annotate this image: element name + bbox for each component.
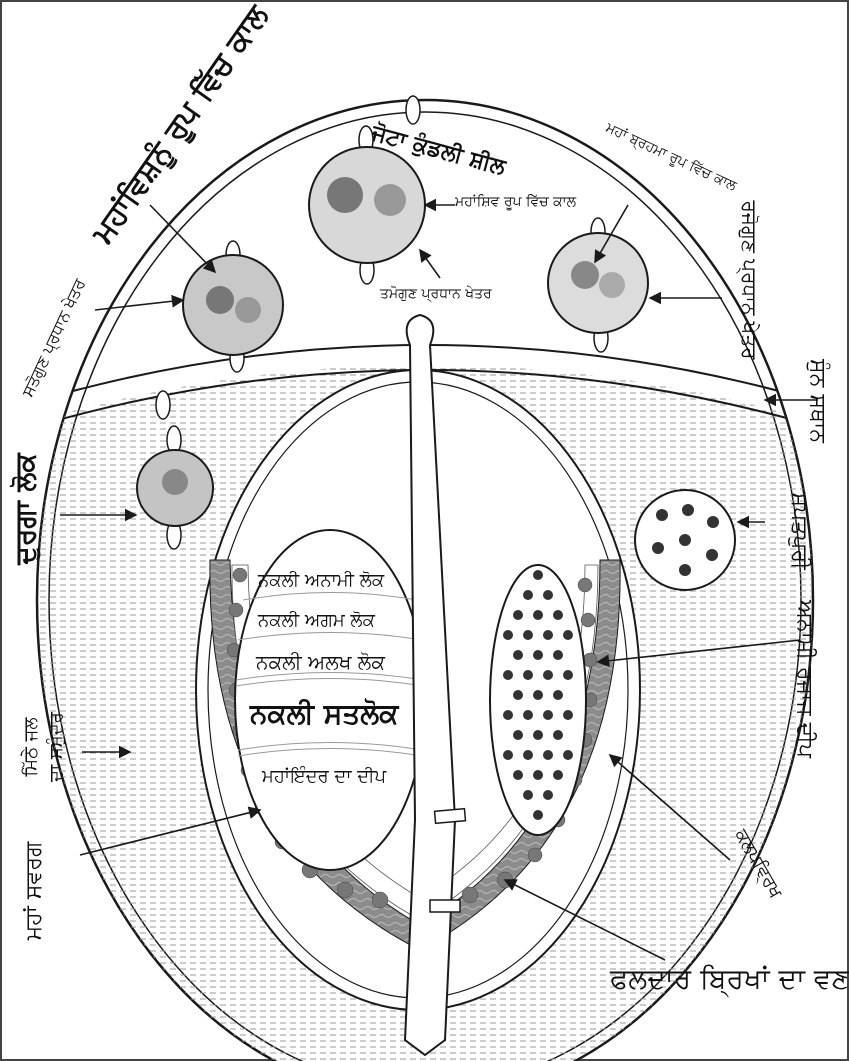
island-dot — [533, 810, 543, 820]
saptpuri-label: ਸਪਤਪੁਰੀ — [788, 492, 810, 569]
tamogun-khetar-label: ਤਮੋਗੁਣ ਪ੍ਰਧਾਨ ਖੇਤਰ — [380, 287, 492, 301]
mahashiv-portrait — [309, 147, 425, 263]
tube-band-2 — [430, 900, 460, 912]
phaldar-van-label: ਫਲਦਾਰ ਬ੍ਰਿਖਾਂ ਦਾ ਵਣ — [610, 965, 849, 993]
island-dot — [513, 770, 523, 780]
island-dot — [503, 630, 513, 640]
island-dot — [543, 670, 553, 680]
rajogun-khetar-label: ਰਜੋਗੁਣ ਪ੍ਰਧਾਨ ਖੇਤਰ — [740, 200, 760, 359]
island-dot — [563, 630, 573, 640]
island-dot — [523, 630, 533, 640]
island-dot — [553, 610, 563, 620]
island-dot — [533, 650, 543, 660]
island-dot — [513, 690, 523, 700]
island-dot — [513, 610, 523, 620]
island-dot — [563, 750, 573, 760]
island-dot — [543, 630, 553, 640]
island-dot — [523, 750, 533, 760]
inner-agam-lok-label: ਨਕਲੀ ਅਗਮ ਲੋਕ — [258, 612, 375, 630]
mahashiv-kaal-label: ਮਹਾਂਸ਼ਿਵ ਰੂਪ ਵਿੱਚ ਕਾਲ — [455, 195, 576, 209]
mitha-jal-label-1: ਮਿੱਠੇ ਜਲ — [23, 717, 41, 776]
island-dot — [543, 590, 553, 600]
mahabrahma-portrait — [548, 233, 648, 333]
island-dot — [563, 670, 573, 680]
island-dot — [533, 770, 543, 780]
island-dot — [533, 690, 543, 700]
maha-swarag-label: ਮਹਾਂ ਸਵਰਗ — [23, 842, 45, 941]
island-dot — [543, 710, 553, 720]
island-dot — [563, 710, 573, 720]
island-dot — [523, 590, 533, 600]
island-dot — [523, 790, 533, 800]
island-dot — [503, 670, 513, 680]
island-dot — [513, 730, 523, 740]
island-dot — [553, 650, 563, 660]
island-dot — [503, 710, 513, 720]
island-dot — [543, 790, 553, 800]
island-dot — [533, 570, 543, 580]
sunn-sthan-label: ਸੁੰਨ ਸਥਾਨ — [806, 359, 828, 443]
tube-band — [435, 809, 466, 824]
island-dot — [513, 650, 523, 660]
inner-satlok-label: ਨਕਲੀ ਸਤਲੋਕ — [250, 700, 398, 728]
island-dot — [553, 730, 563, 740]
inner-alakh-lok-label: ਨਕਲੀ ਅਲਖ ਲੋਕ — [256, 652, 385, 672]
mitha-jal-label-2: ਦਾ ਸਮੁੰਦਰ — [48, 712, 66, 782]
island-dot — [523, 710, 533, 720]
durga-lok-label: ਦੁਰਗਾ ਲੋਕ — [12, 453, 40, 564]
island-dot — [543, 750, 553, 760]
island-dot — [523, 670, 533, 680]
island-dot — [553, 690, 563, 700]
island-dot — [533, 730, 543, 740]
island-dot — [553, 770, 563, 780]
inner-mahaindar-deep-label: ਮਹਾਂਇੰਦਰ ਦਾ ਦੀਪ — [262, 768, 386, 786]
anami-rajaj-deep-label: ਅਨਾਮੀ ਰਜਾਜ ਦੀਪ — [793, 600, 815, 758]
island-dot — [533, 610, 543, 620]
inner-anami-lok-label: ਨਕਲੀ ਅਨਾਮੀ ਲੋਕ — [258, 572, 384, 590]
island-dot — [503, 750, 513, 760]
